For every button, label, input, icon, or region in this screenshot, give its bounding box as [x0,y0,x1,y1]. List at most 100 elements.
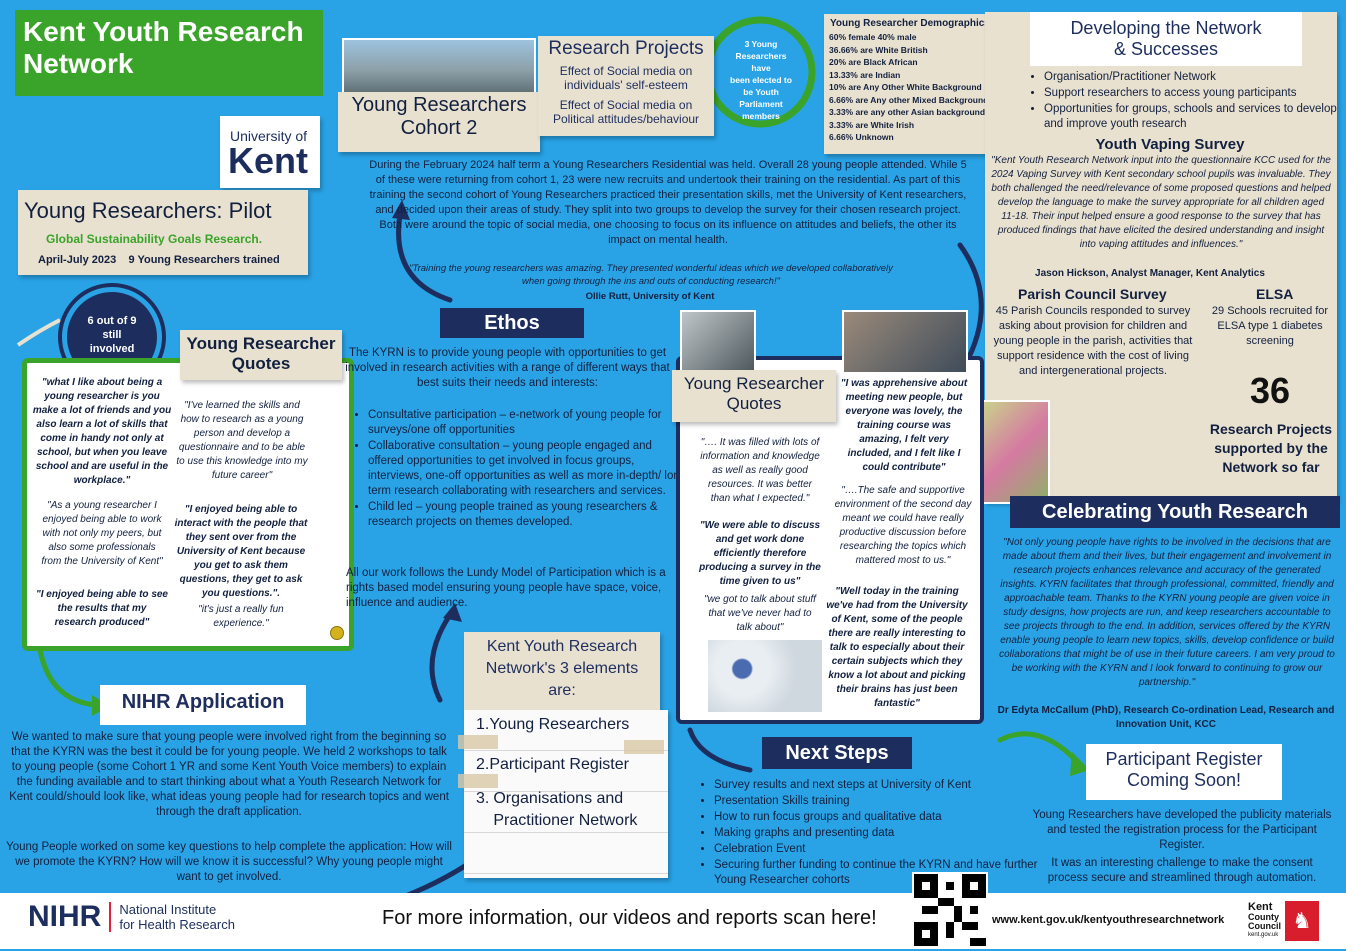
qr-code[interactable] [912,872,988,948]
next-steps-list: Survey results and next steps at Univers… [696,778,1044,889]
ethos-item: Consultative participation – e-network o… [368,408,688,438]
demographic-item: 20% are Black African [829,57,918,67]
elements-heading-2: Network's 3 elements [485,660,639,677]
next-step-item: Making graphs and presenting data [714,826,1044,841]
elements-notebook [464,710,668,878]
vaping-text: "Kent Youth Research Network input into … [991,155,1331,250]
cohort-line-1: Young Researchers [351,94,527,116]
quote-left-6: "it's just a really fun experience." [198,604,284,629]
tape-2 [458,774,498,788]
demographic-item: 3.33% are White Irish [829,119,915,130]
cohort-card: Young Researchers Cohort 2 [338,92,540,152]
parish-heading: Parish Council Survey [1018,286,1167,302]
elements-heading-1: Kent Youth Research [486,638,638,655]
kent-logo-bottom: Kent [228,140,308,181]
parliament-text: 3 Young Researchers have been elected to… [725,38,797,122]
still-involved-2: still [102,329,122,341]
research-projects-heading: Research Projects [548,38,704,59]
quote-mid-4: "I was apprehensive about meeting new pe… [840,378,968,473]
element-label-1: Young Researchers [489,716,630,733]
nihr-p1: We wanted to make sure that young people… [9,731,449,818]
quotes-left-heading-2: Quotes [231,354,291,373]
element-num-1: 1. [476,716,490,733]
quote-mid-1: "…. It was filled with lots of informati… [700,437,820,504]
ethos-item: Child led – young people trained as youn… [368,500,688,530]
elsa-heading: ELSA [1256,286,1294,302]
developing-list: Organisation/Practitioner NetworkSupport… [1026,70,1344,133]
pilot-heading: Young Researchers: Pilot [24,198,272,223]
demographics-card: Young Researcher Demographics 60% female… [824,14,1000,154]
next-step-item: Celebration Event [714,842,1044,857]
parliament-l3: been elected to [730,75,792,85]
footer-info: For more information, our videos and rep… [382,907,877,929]
quote-left-3: "I enjoyed being able to see the results… [36,589,168,628]
element-item-2: 2.Participant Register [476,756,666,774]
ethos-lundy: All our work follows the Lundy Model of … [346,567,666,609]
demographic-item: 10% are Any Other White Background [829,82,982,92]
petri-dish-photo [706,638,824,714]
residential-author: Ollie Rutt, University of Kent [585,291,715,302]
quote-left-1: "what I like about being a young researc… [32,377,172,486]
tape-3 [624,740,664,754]
parliament-l5: Parliament [739,99,783,109]
parliament-l4: be Youth [743,87,779,97]
pin-icon [330,626,344,640]
training-photo-1 [680,310,756,372]
element-num-2: 2. [476,756,490,773]
residential-text: During the February 2024 half term a You… [369,159,967,246]
next-step-item: How to run focus groups and qualitative … [714,810,1044,825]
element-label-3: Organisations and Practitioner Network [493,790,638,829]
next-steps-banner: Next Steps [762,737,912,769]
research-project-1b: individuals' self-esteem [564,78,688,92]
pilot-subtitle: Global Sustainability Goals Research. [46,232,263,246]
pilot-dates-text: April-July 2023 [38,254,117,266]
kcc-line-1: Kent [1248,901,1273,913]
element-item-3: 3.Organisations and Practitioner Network [476,788,662,832]
elements-heading-card: Kent Youth Research Network's 3 elements… [464,632,660,712]
pilot-count-text: 9 Young Researchers trained [128,254,280,266]
research-project-2b: Political attitudes/behaviour [552,112,700,126]
next-step-item: Survey results and next steps at Univers… [714,778,1044,793]
still-involved-1: 6 out of 9 [87,315,137,327]
demographic-item: 13.33% are Indian [829,69,901,80]
footer-url[interactable]: www.kent.gov.uk/kentyouthresearchnetwork [992,914,1225,926]
projects-text: Research Projects supported by the Netwo… [1209,421,1333,475]
sticky-notes-photo [980,400,1050,504]
elements-heading-3: are: [548,682,576,699]
element-num-3: 3. [476,790,490,807]
developing-item: Support researchers to access young part… [1044,86,1344,101]
projects-number: 36 [1249,370,1291,411]
vaping-heading: Youth Vaping Survey [1095,136,1245,153]
title-line-2: Network [23,48,134,79]
celebrating-author: Dr Edyta McCallum (PhD), Research Co-ord… [997,705,1335,730]
research-projects-card: Research Projects Effect of Social media… [538,36,714,136]
quotes-mid-heading-card: Young Researcher Quotes [672,370,836,422]
cohort-line-2: Cohort 2 [400,117,478,139]
kent-horse-icon: ♞ [1285,901,1319,941]
pilot-dates: April-July 2023 9 Young Researchers trai… [18,246,308,266]
footer-nihr-logo: NIHR National Institute for Health Resea… [28,900,235,934]
quote-mid-2: "We were able to discuss and get work do… [699,520,821,587]
quote-mid-6: "Well today in the training we've had fr… [826,586,968,709]
elsa-text: 29 Schools recruited for ELSA type 1 dia… [1211,305,1329,347]
parliament-l6: members [742,111,780,121]
developing-heading-card: Developing the Network & Successes [1030,12,1302,66]
quote-left-5: "I enjoyed being able to interact with t… [174,504,308,599]
research-project-1a: Effect of Social media on [559,64,693,78]
qr-code-icon [914,874,986,946]
title-box: Kent Youth Research Network [15,10,323,96]
kent-logo-top: University of [230,128,308,144]
demographic-item: 60% female 40% male [829,32,917,42]
demographic-item: 3.33% are any other Asian background [829,107,986,117]
next-step-item: Presentation Skills training [714,794,1044,809]
nihr-p2: Young People worked on some key question… [6,841,452,883]
kcc-line-3: Council [1248,921,1281,931]
celebrating-text: "Not only young people have rights to be… [999,537,1335,688]
kent-logo-card: University of Kent [220,116,320,188]
footer-nihr-line-1: National Institute [119,902,217,917]
nihr-heading: NIHR Application [121,691,285,713]
developing-heading-1: Developing the Network [1070,18,1262,38]
still-involved-3: involved [89,343,135,355]
participant-heading-1: Participant Register [1105,749,1263,769]
element-item-1: 1.Young Researchers [476,716,666,734]
